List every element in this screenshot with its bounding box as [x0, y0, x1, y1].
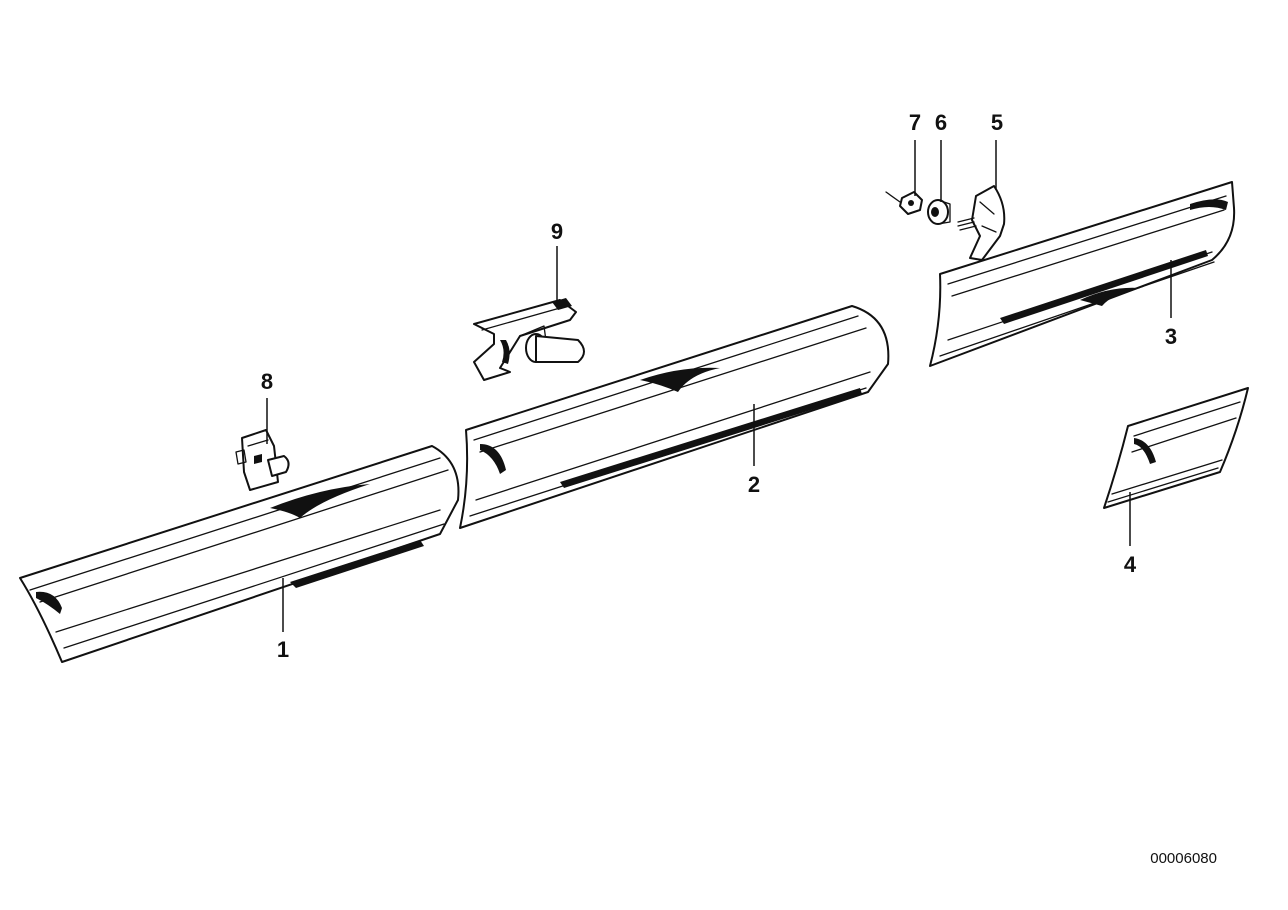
part-2-moulding	[459, 305, 890, 529]
part-5-clip	[957, 185, 1006, 261]
diagram-ref-number: 00006080	[1150, 850, 1217, 867]
callout-label-7: 7	[909, 110, 921, 135]
part-3-moulding	[929, 181, 1236, 367]
leader-lines	[266, 140, 1172, 632]
callout-label-6: 6	[935, 110, 947, 135]
callout-labels: 1 2 3 4 5 6 7 8 9	[261, 110, 1177, 662]
callout-label-9: 9	[551, 219, 563, 244]
part-6-grommet	[927, 199, 951, 225]
callout-label-2: 2	[748, 472, 760, 497]
callout-label-4: 4	[1124, 552, 1137, 577]
part-9-bracket	[473, 298, 585, 381]
part-8-clip-nut	[235, 429, 290, 491]
part-7-nut	[885, 191, 923, 215]
callout-label-3: 3	[1165, 324, 1177, 349]
callout-label-8: 8	[261, 369, 273, 394]
part-4-trim	[1103, 387, 1249, 509]
part-1-moulding	[19, 445, 460, 663]
callout-label-5: 5	[991, 110, 1003, 135]
callout-label-1: 1	[277, 637, 289, 662]
